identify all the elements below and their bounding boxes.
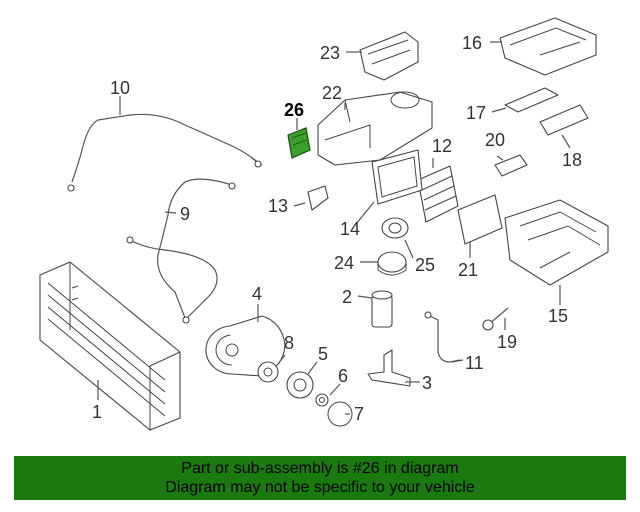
part-24-housing (377, 251, 407, 276)
callout-12: 12 (432, 136, 452, 156)
part-19-sensor (482, 307, 509, 331)
callout-3: 3 (422, 373, 432, 393)
callout-16: 16 (462, 33, 482, 53)
part-1-condenser (39, 261, 181, 431)
part-5-pulley (286, 371, 314, 399)
callout-22: 22 (322, 83, 342, 103)
callout-6: 6 (338, 366, 348, 386)
part-22-case (317, 91, 433, 166)
part-14-panel (371, 149, 423, 205)
callout-23: 23 (320, 43, 340, 63)
part-18-door (539, 104, 589, 136)
part-21-panel (457, 194, 503, 245)
part-23-housing (359, 31, 419, 81)
leader-lines (97, 41, 571, 415)
part-7-oring (327, 401, 353, 427)
part-11-tube (424, 311, 461, 363)
banner-line-2: Diagram may not be specific to your vehi… (165, 479, 475, 496)
part-25-motor (381, 217, 409, 239)
callout-9: 9 (180, 204, 190, 224)
info-banner: Part or sub-assembly is #26 in diagram D… (14, 456, 626, 500)
callout-7: 7 (354, 404, 364, 424)
callout-24: 24 (334, 253, 354, 273)
callout-1: 1 (92, 402, 102, 422)
callout-17: 17 (466, 103, 486, 123)
part-3-bracket (367, 349, 411, 387)
callout-25: 25 (415, 255, 435, 275)
callout-2: 2 (342, 287, 352, 307)
callout-26: 26 (284, 100, 304, 120)
part-8-clutch (257, 361, 279, 383)
callout-labels: 10 9 26 13 23 22 16 17 18 20 12 14 21 25… (92, 33, 582, 424)
callout-15: 15 (548, 306, 568, 326)
callout-14: 14 (340, 219, 360, 239)
callout-18: 18 (562, 150, 582, 170)
part-15-case (504, 199, 609, 286)
part-17-filter (504, 87, 559, 113)
callout-4: 4 (252, 284, 262, 304)
callout-20: 20 (485, 130, 505, 150)
banner-line-1: Part or sub-assembly is #26 in diagram (181, 460, 459, 477)
part-16-duct (499, 17, 597, 76)
callout-8: 8 (284, 333, 294, 353)
callout-5: 5 (318, 344, 328, 364)
callout-10: 10 (110, 78, 130, 98)
part-10-ac-line (67, 113, 263, 192)
part-2-drier (371, 290, 393, 328)
part-9-hose (126, 178, 236, 324)
callout-11: 11 (465, 353, 484, 373)
callout-13: 13 (268, 196, 288, 216)
part-6-bearing (315, 393, 329, 407)
callout-21: 21 (458, 260, 478, 280)
part-12-evaporator (417, 165, 459, 223)
part-20-seal (494, 154, 528, 177)
part-4-compressor (205, 315, 286, 377)
parts-diagram: 10 9 26 13 23 22 16 17 18 20 12 14 21 25… (39, 17, 609, 431)
callout-19: 19 (497, 332, 517, 352)
part-26-resistor (287, 127, 311, 159)
part-13-bracket (307, 185, 329, 211)
